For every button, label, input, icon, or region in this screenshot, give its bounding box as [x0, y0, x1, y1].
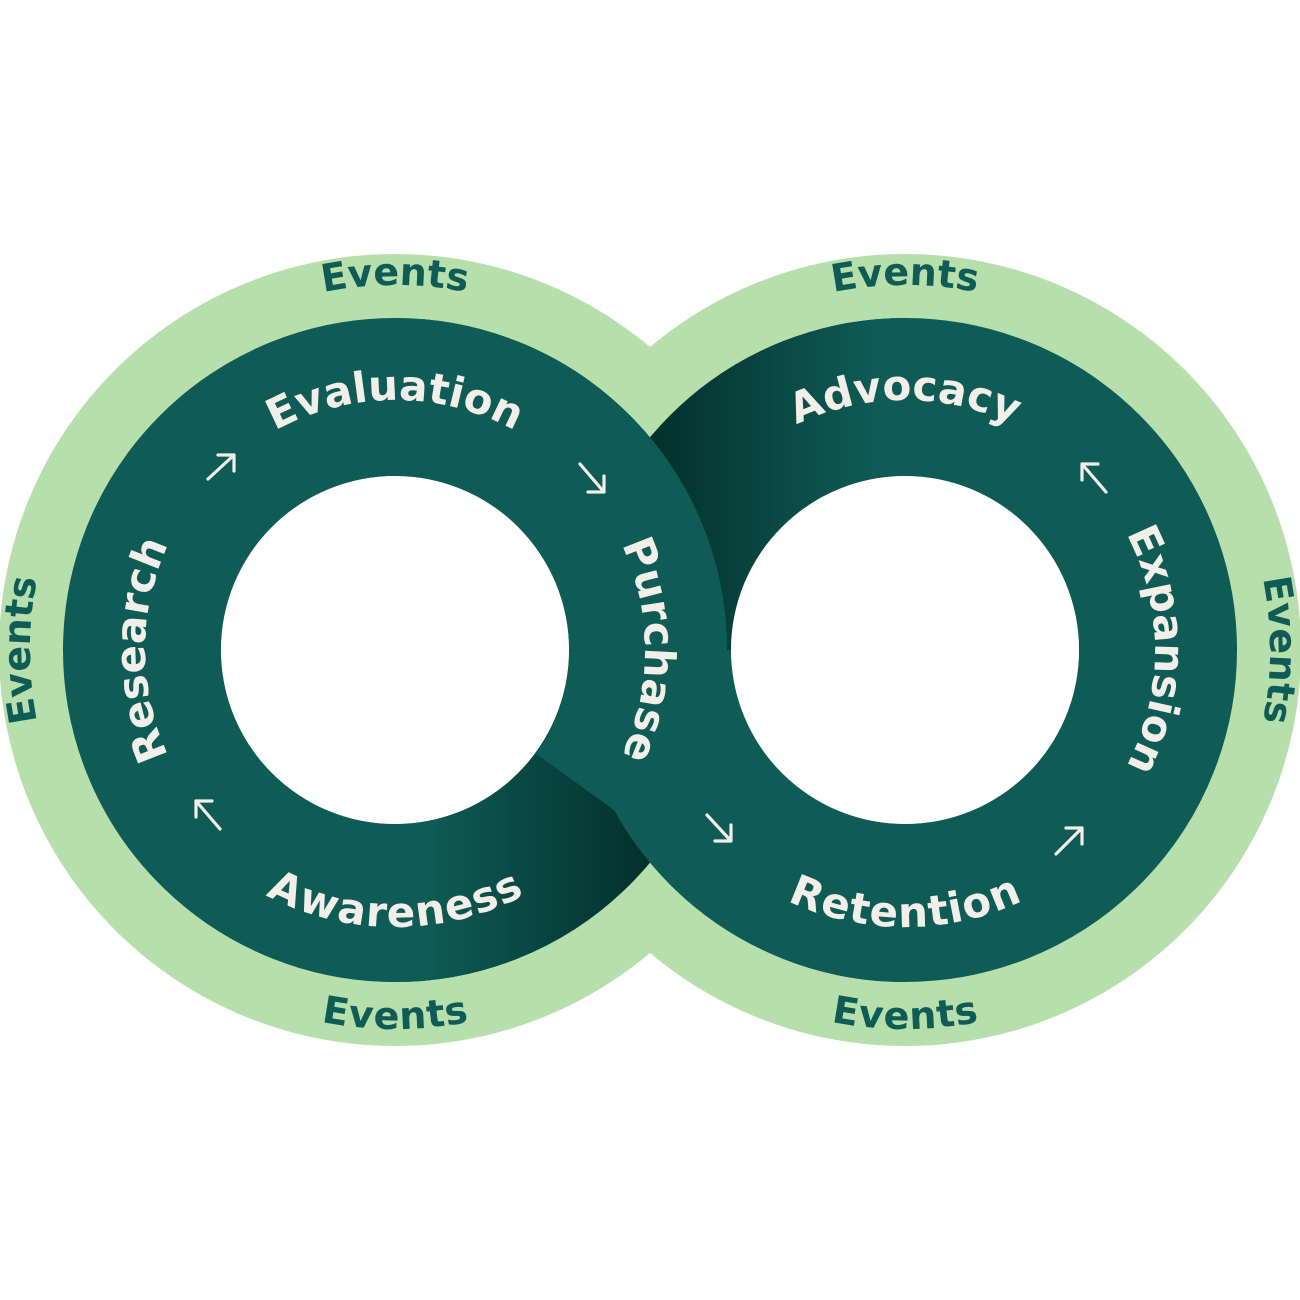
arrow-up-right-icon [1054, 826, 1084, 856]
arrow-down-right-icon [705, 813, 733, 843]
events-label-right-bottom: Events [830, 987, 981, 1038]
arrow-up-right-icon [206, 453, 236, 481]
events-label-right-top: Events [828, 250, 983, 301]
arrow-up-left-icon [1080, 462, 1108, 494]
left-ring-crossover-lower [534, 648, 727, 847]
events-label-left-side: Events [0, 572, 46, 727]
events-label-left-bottom: Events [320, 987, 471, 1038]
arrow-down-right-icon [578, 462, 606, 494]
left-ring-crossover [393, 318, 727, 652]
events-label-left-top: Events [318, 250, 473, 301]
left-center-hole [221, 476, 569, 824]
right-center-hole [731, 476, 1079, 824]
arrow-up-left-icon [194, 799, 222, 831]
events-label-right-side: Events [1254, 573, 1300, 728]
